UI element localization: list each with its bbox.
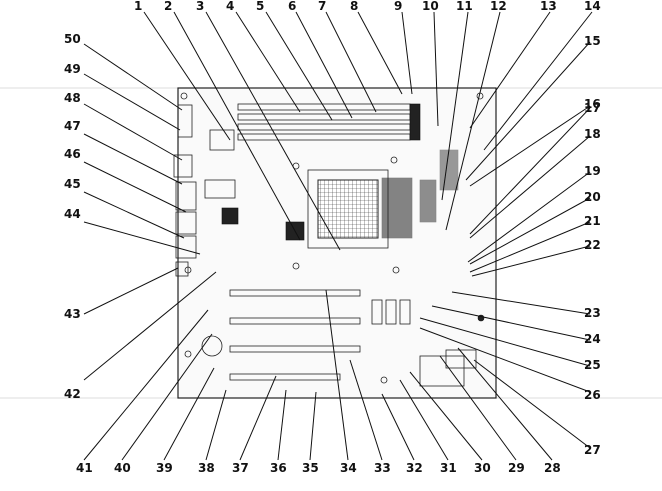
callout-18: 18 — [584, 127, 601, 141]
callout-20: 20 — [584, 190, 601, 204]
callout-31: 31 — [440, 461, 457, 475]
callout-21: 21 — [584, 214, 601, 228]
callout-3: 3 — [196, 0, 204, 13]
callout-34: 34 — [340, 461, 357, 475]
callout-25: 25 — [584, 358, 601, 372]
callout-46: 46 — [64, 147, 81, 161]
callouts-top: 1 2 3 4 5 6 7 8 9 10 11 12 13 14 — [134, 0, 601, 13]
callout-33: 33 — [374, 461, 391, 475]
callout-9: 9 — [394, 0, 402, 13]
memory-slots — [237, 103, 421, 141]
callout-49: 49 — [64, 62, 81, 76]
callout-26: 26 — [584, 388, 601, 402]
callout-8: 8 — [350, 0, 358, 13]
callout-42: 42 — [64, 387, 81, 401]
callout-13: 13 — [540, 0, 557, 13]
callout-27: 27 — [584, 443, 601, 457]
pcie-slots — [229, 289, 361, 381]
callout-38: 38 — [198, 461, 215, 475]
callout-14: 14 — [584, 0, 601, 13]
callout-35: 35 — [302, 461, 319, 475]
callout-15: 15 — [584, 34, 601, 48]
rear-io-panel — [173, 104, 236, 277]
callout-10: 10 — [422, 0, 439, 13]
callout-43: 43 — [64, 307, 81, 321]
callout-29: 29 — [508, 461, 525, 475]
callout-19: 19 — [584, 164, 601, 178]
callout-1: 1 — [134, 0, 142, 13]
atx-power-connector — [419, 355, 465, 387]
callout-23: 23 — [584, 306, 601, 320]
board-outline — [177, 87, 497, 399]
callout-47: 47 — [64, 119, 81, 133]
callout-45: 45 — [64, 177, 81, 191]
callout-44: 44 — [64, 207, 81, 221]
callout-41: 41 — [76, 461, 93, 475]
callout-36: 36 — [270, 461, 287, 475]
callout-37: 37 — [232, 461, 249, 475]
leader-lines — [83, 11, 593, 461]
callout-32: 32 — [406, 461, 423, 475]
callout-40: 40 — [114, 461, 131, 475]
cmos-battery — [201, 335, 223, 357]
callout-30: 30 — [474, 461, 491, 475]
callout-16: 16 — [584, 97, 601, 111]
callout-12: 12 — [490, 0, 507, 13]
cpu-socket — [317, 179, 379, 239]
callout-4: 4 — [226, 0, 234, 13]
callout-48: 48 — [64, 91, 81, 105]
callouts-left: 42 43 44 45 46 47 48 49 50 — [64, 32, 81, 401]
callout-39: 39 — [156, 461, 173, 475]
callout-24: 24 — [584, 332, 601, 346]
sata-ports — [371, 299, 411, 325]
super-io-chip — [221, 207, 239, 225]
callout-17: 17 — [584, 101, 601, 115]
callout-2: 2 — [164, 0, 172, 13]
callouts-right: 15 16 17 18 19 20 21 22 23 24 25 26 27 — [584, 34, 601, 457]
aux-power-connector — [445, 349, 477, 369]
callout-5: 5 — [256, 0, 264, 13]
callout-50: 50 — [64, 32, 81, 46]
callout-6: 6 — [288, 0, 296, 13]
callout-28: 28 — [544, 461, 561, 475]
callouts-bottom: 28 29 30 31 32 33 34 35 36 37 38 39 40 4… — [76, 461, 561, 475]
callout-22: 22 — [584, 238, 601, 252]
callout-11: 11 — [456, 0, 473, 13]
callout-7: 7 — [318, 0, 326, 13]
